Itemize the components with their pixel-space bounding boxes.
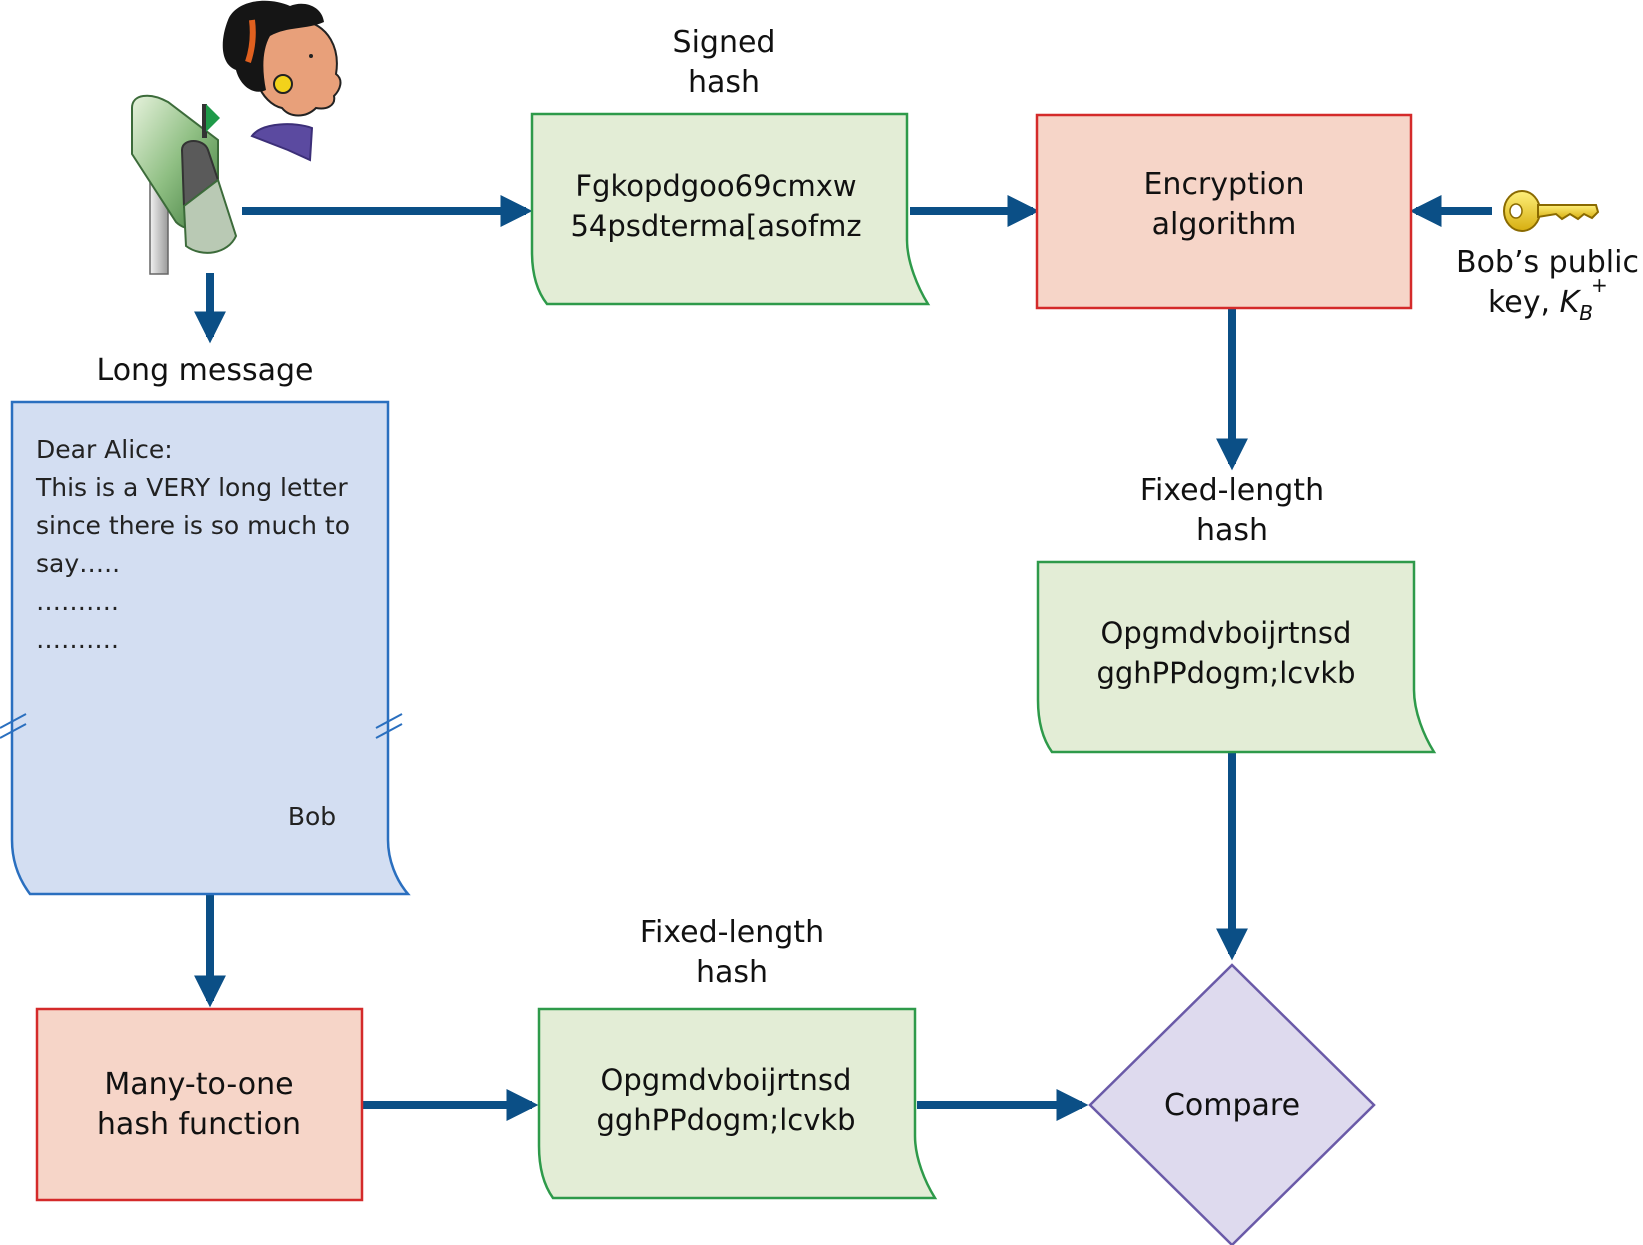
mailbox-icon bbox=[131, 94, 238, 275]
public-key-superscript: + bbox=[1591, 273, 1608, 297]
encryption-algorithm-box bbox=[1035, 113, 1413, 310]
letter-line: ………. bbox=[36, 625, 119, 654]
letter-signature: Bob bbox=[288, 802, 336, 831]
fixed-hash-bottom-label-line2: hash bbox=[696, 955, 768, 990]
letter-line: Dear Alice: bbox=[36, 435, 173, 464]
signed-hash-label-line1: Signed bbox=[673, 25, 776, 60]
fixed-hash-top-label-line2: hash bbox=[1196, 513, 1268, 548]
fixed-hash-bottom-line2: gghPPdogm;lcvkb bbox=[596, 1103, 855, 1137]
letter-body: Dear Alice: This is a VERY long letter s… bbox=[35, 435, 350, 831]
letter-break-marks bbox=[0, 713, 403, 739]
fixed-hash-top-document bbox=[1036, 560, 1437, 754]
compare-label: Compare bbox=[1164, 1088, 1300, 1123]
letter-line: since there is so much to bbox=[36, 511, 350, 540]
letter-line: This is a VERY long letter bbox=[35, 473, 348, 502]
long-message-letter bbox=[10, 400, 411, 896]
letter-line: ………. bbox=[36, 587, 119, 616]
alice-head-icon bbox=[222, 0, 342, 162]
key-icon bbox=[1503, 190, 1600, 232]
letter-line: say….. bbox=[36, 549, 120, 578]
compare-diamond bbox=[1088, 963, 1376, 1245]
hash-function-box bbox=[35, 1007, 364, 1202]
public-key-prefix: key, bbox=[1488, 285, 1560, 320]
signed-hash-document bbox=[530, 112, 931, 306]
fixed-hash-bottom-line1: Opgmdvboijrtnsd bbox=[601, 1063, 852, 1097]
public-key-label-line2: key, KB + bbox=[1488, 273, 1608, 325]
public-key-subscript: B bbox=[1579, 301, 1593, 325]
fixed-hash-top-label-line1: Fixed-length bbox=[1140, 473, 1324, 508]
fixed-hash-bottom-label-line1: Fixed-length bbox=[640, 915, 824, 950]
public-key-label-line1: Bob’s public bbox=[1456, 245, 1639, 280]
long-message-label: Long message bbox=[97, 353, 314, 388]
signed-hash-line1: Fgkopdgoo69cmxw bbox=[575, 169, 856, 203]
signed-hash-line2: 54psdterma[asofmz bbox=[570, 209, 861, 243]
hash-function-line2: hash function bbox=[97, 1107, 301, 1142]
fixed-hash-top-line1: Opgmdvboijrtnsd bbox=[1101, 616, 1352, 650]
encryption-line2: algorithm bbox=[1152, 207, 1297, 242]
public-key-symbol: K bbox=[1560, 285, 1582, 320]
fixed-hash-bottom-document bbox=[537, 1007, 938, 1200]
signed-hash-label-line2: hash bbox=[688, 65, 760, 100]
hash-function-line1: Many-to-one bbox=[104, 1067, 293, 1102]
fixed-hash-top-line2: gghPPdogm;lcvkb bbox=[1096, 656, 1355, 690]
arrows bbox=[194, 195, 1492, 1121]
encryption-line1: Encryption bbox=[1143, 167, 1304, 202]
